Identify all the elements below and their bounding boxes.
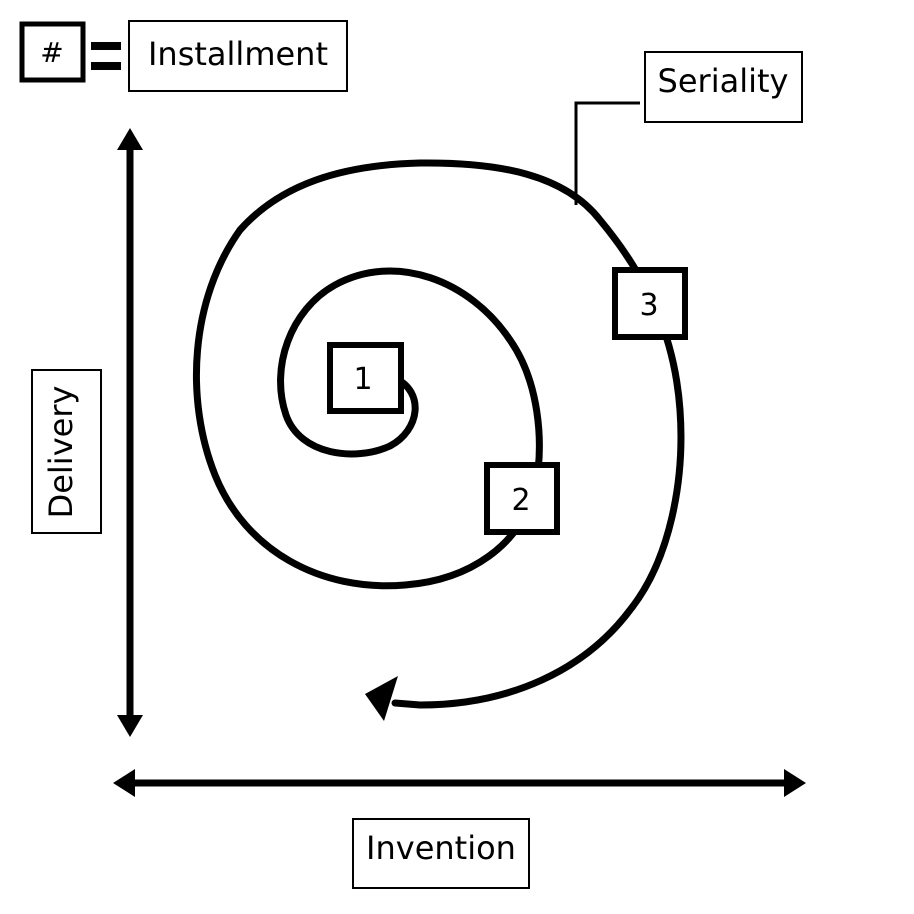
y-axis-arrowhead-bottom bbox=[117, 715, 143, 737]
seriality-label: Seriality bbox=[658, 62, 789, 100]
legend: # Installment bbox=[19, 20, 348, 92]
installment-label-1: 1 bbox=[353, 362, 372, 397]
x-axis: Invention bbox=[113, 769, 806, 889]
seriality-callout: Seriality bbox=[574, 51, 803, 205]
legend-equals-sign bbox=[91, 42, 121, 70]
x-axis-arrowhead-left bbox=[113, 769, 135, 797]
installment-marker-2: 2 bbox=[484, 462, 560, 535]
legend-symbol: # bbox=[40, 36, 63, 69]
x-axis-label-box bbox=[352, 818, 530, 889]
spiral-arrowhead bbox=[365, 676, 398, 721]
x-axis-label: Invention bbox=[366, 829, 516, 867]
installment-marker-3: 3 bbox=[612, 267, 688, 340]
legend-symbol-box bbox=[19, 21, 86, 83]
seriality-spiral bbox=[192, 159, 685, 709]
installment-label-2: 2 bbox=[511, 483, 530, 518]
legend-meaning: Installment bbox=[148, 35, 328, 73]
y-axis-label: Delivery bbox=[42, 386, 80, 519]
seriality-leader-line bbox=[574, 101, 640, 205]
y-axis-arrowhead-top bbox=[117, 128, 143, 150]
y-axis: Delivery bbox=[31, 128, 143, 737]
y-axis-label-box bbox=[31, 369, 102, 534]
installment-label-3: 3 bbox=[639, 288, 658, 323]
legend-meaning-box bbox=[128, 20, 348, 92]
seriality-label-box bbox=[644, 51, 803, 123]
x-axis-arrowhead-right bbox=[784, 769, 806, 797]
installment-marker-1: 1 bbox=[327, 342, 404, 414]
